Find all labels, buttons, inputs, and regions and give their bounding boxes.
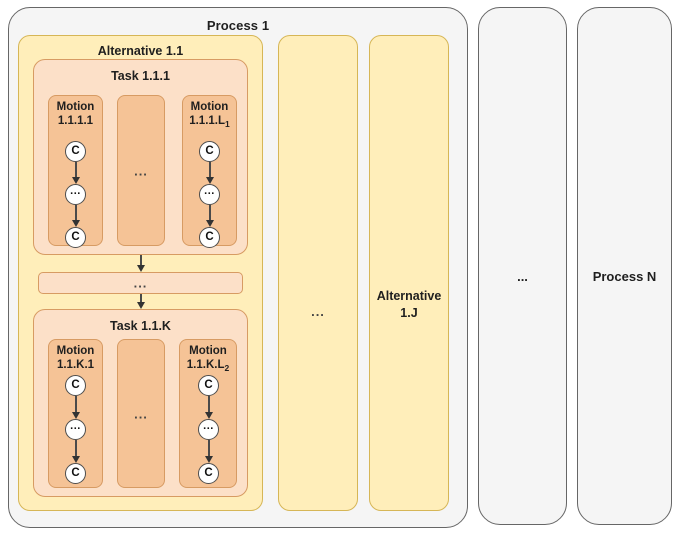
motion-placeholder-ellipsis: ...	[134, 406, 148, 421]
node-c-start-m11K1[interactable]: C	[65, 375, 86, 396]
arrow-m1111-2	[65, 205, 86, 227]
motion-index-subscript: 2	[224, 362, 230, 373]
alternative-1-J-label: Alternative 1.J	[370, 288, 448, 322]
arrow-m11K1-2	[65, 440, 86, 463]
alternative-1-J-line1: Alternative	[376, 289, 442, 303]
node-c-start-m11KL2[interactable]: C	[198, 375, 219, 396]
arrow-m11K1-1	[65, 396, 86, 419]
arrow-m111L1-2	[199, 205, 220, 227]
arrow-m11KL2-1	[198, 396, 219, 419]
node-c-end-m11K1[interactable]: C	[65, 463, 86, 484]
motion-word: Motion	[189, 345, 227, 357]
alternative-ellipsis-box[interactable]: ...	[278, 35, 358, 511]
motion-word: Motion	[56, 345, 95, 357]
motion-placeholder-ellipsis: ...	[134, 163, 148, 178]
task-ellipsis-strip[interactable]: ...	[38, 272, 243, 294]
node-c-end-m11KL2[interactable]: C	[198, 463, 219, 484]
motion-index-subscript: 1	[225, 118, 230, 129]
motion-word: Motion	[190, 101, 229, 113]
arrow-strip-to-task11K	[135, 294, 147, 309]
node-c-end-m111L1[interactable]: C	[199, 227, 220, 248]
node-dots-m11KL2[interactable]: ...	[198, 419, 219, 440]
motion-1-1-K-L2-label: Motion 1.1.K.L2	[177, 345, 239, 373]
node-c-start-m1111[interactable]: C	[65, 141, 86, 162]
node-dots-m11K1[interactable]: ...	[65, 419, 86, 440]
arrow-m111L1-1	[199, 162, 220, 184]
node-c-start-m111L1[interactable]: C	[199, 141, 220, 162]
node-dots-m1111[interactable]: ...	[65, 184, 86, 205]
node-dots-m111L1[interactable]: ...	[199, 184, 220, 205]
motion-index: 1.1.1.L	[189, 114, 226, 127]
alternative-1-J-line2: 1.J	[400, 306, 418, 320]
motion-placeholder-task-1-1-K[interactable]: ...	[117, 339, 165, 488]
process-1-title: Process 1	[206, 18, 270, 33]
arrow-m1111-1	[65, 162, 86, 184]
motion-word: Motion	[56, 101, 95, 113]
motion-index: 1.1.K.1	[56, 358, 95, 371]
process-N-box[interactable]: Process N	[577, 7, 672, 525]
motion-placeholder-task-1-1-1[interactable]: ...	[117, 95, 165, 246]
motion-1-1-1-L1-label: Motion 1.1.1.L1	[180, 101, 239, 129]
motion-1-1-1-1-label: Motion 1.1.1.1	[46, 101, 105, 128]
motion-1-1-K-1-label: Motion 1.1.K.1	[46, 345, 105, 372]
task-1-1-K-title: Task 1.1.K	[110, 319, 171, 333]
motion-index: 1.1.K.L	[186, 358, 225, 371]
arrow-task111-to-strip	[135, 255, 147, 272]
alternative-1-1-title: Alternative 1.1	[97, 44, 184, 58]
process-ellipsis-box[interactable]: ...	[478, 7, 567, 525]
alternative-1-J-box[interactable]: Alternative 1.J	[369, 35, 449, 511]
task-ellipsis-label: ...	[133, 275, 148, 291]
process-N-label: Process N	[592, 269, 657, 284]
motion-index: 1.1.1.1	[57, 114, 94, 127]
process-ellipsis-label: ...	[517, 269, 528, 284]
task-1-1-1-title: Task 1.1.1	[111, 69, 170, 83]
node-c-end-m1111[interactable]: C	[65, 227, 86, 248]
arrow-m11KL2-2	[198, 440, 219, 463]
alternative-ellipsis-label: ...	[311, 304, 325, 319]
